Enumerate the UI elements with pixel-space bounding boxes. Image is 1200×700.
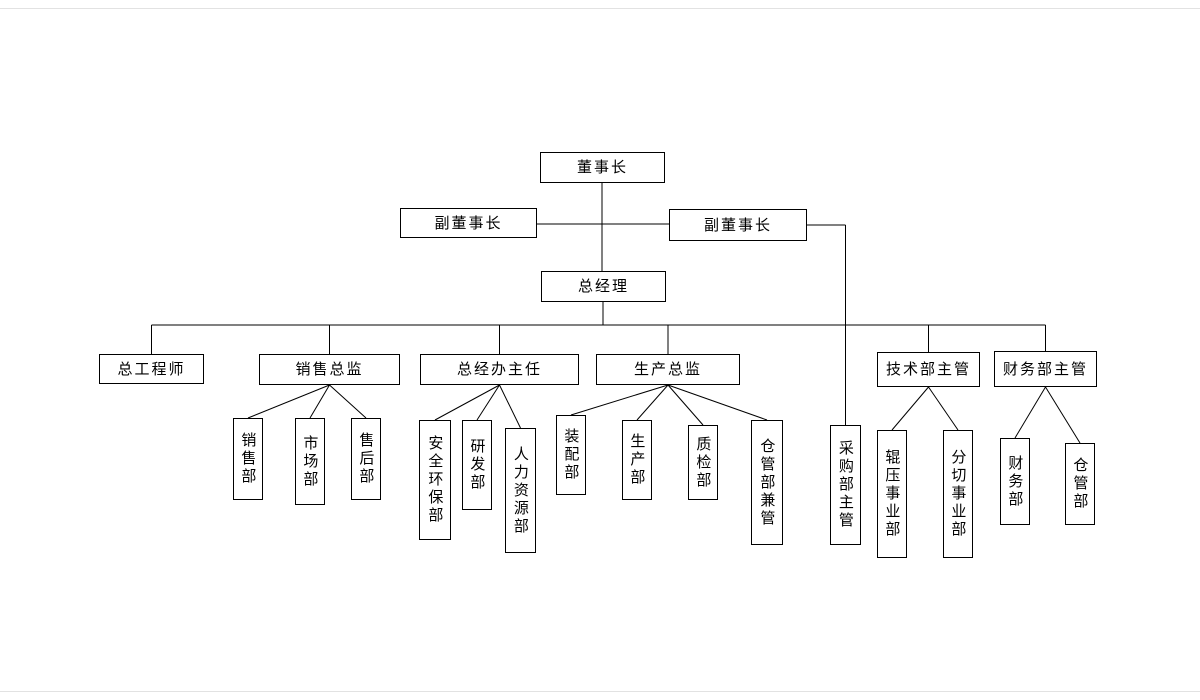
edge-sales-salesdept	[247, 384, 330, 419]
node-sales-dept: 销售部	[233, 418, 263, 500]
node-market-dept: 市场部	[295, 418, 325, 505]
node-assembly-dept: 装配部	[556, 415, 586, 495]
edge-tech-roll	[891, 386, 929, 431]
node-general-manager: 总经理	[541, 271, 666, 302]
node-production-dept: 生产部	[622, 420, 652, 500]
edge-office-safety	[434, 384, 500, 421]
edge-fin-finance	[1014, 386, 1046, 439]
node-production-director: 生产总监	[596, 354, 740, 385]
node-purchasing-manager: 采购部主管	[830, 425, 861, 545]
node-chairman: 董事长	[540, 152, 665, 183]
edge-office-rd	[476, 384, 500, 421]
node-safety-env-dept: 安全环保部	[419, 420, 451, 540]
node-vice-chairman-right: 副董事长	[669, 209, 807, 241]
node-sales-director: 销售总监	[259, 354, 400, 385]
edge-fin-warehouse	[1045, 386, 1081, 444]
node-rd-dept: 研发部	[462, 420, 492, 510]
node-tech-manager: 技术部主管	[877, 352, 980, 387]
node-finance-dept: 财务部	[1000, 438, 1030, 525]
edge-prod-warehouse	[667, 384, 768, 421]
node-slitting-division: 分切事业部	[943, 430, 973, 558]
node-vice-chairman-left: 副董事长	[400, 208, 537, 238]
edge-prod-assembly	[570, 384, 669, 416]
node-quality-dept: 质检部	[688, 425, 718, 500]
edge-prod-production	[636, 384, 669, 421]
edge-sales-aftersales	[329, 384, 367, 419]
node-finance-manager: 财务部主管	[994, 351, 1097, 387]
node-hr-dept: 人力资源部	[505, 428, 536, 553]
edge-office-hr	[499, 384, 521, 429]
page-bottom-edge	[0, 691, 1200, 692]
orthogonal-connectors	[151, 183, 1046, 425]
node-aftersales-dept: 售后部	[351, 418, 381, 500]
node-chief-engineer: 总工程师	[99, 354, 204, 384]
node-warehouse-dept: 仓管部	[1065, 443, 1095, 525]
edge-prod-quality	[667, 384, 704, 426]
edge-sales-marketdept	[309, 384, 330, 419]
node-roll-division: 辊压事业部	[877, 430, 907, 558]
node-warehouse-joint-dept: 仓管部兼管	[751, 420, 783, 545]
node-office-director: 总经办主任	[420, 354, 579, 385]
edge-tech-slitting	[928, 386, 959, 431]
page-top-edge	[0, 8, 1200, 9]
